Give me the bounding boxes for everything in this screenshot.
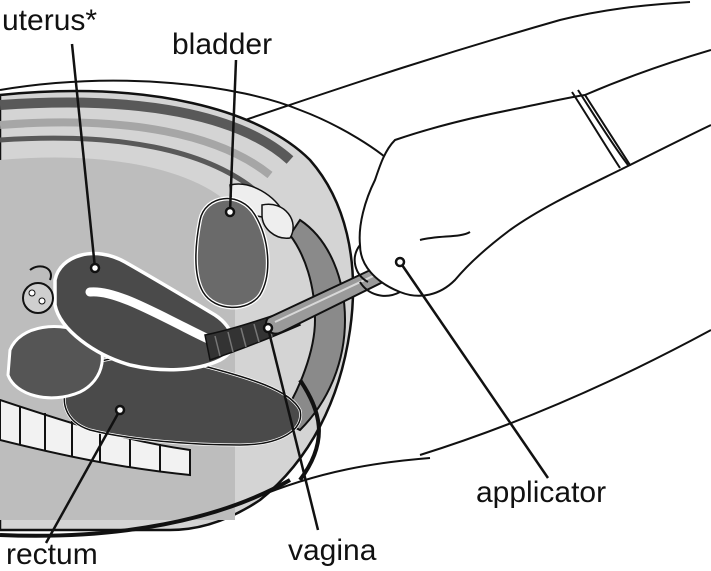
uterus-leader-dot (91, 264, 99, 272)
applicator-leader-dot (396, 258, 404, 266)
label-uterus: uterus* (2, 6, 97, 36)
label-applicator: applicator (476, 478, 606, 508)
vagina-leader-dot (264, 324, 272, 332)
label-bladder: bladder (172, 30, 272, 60)
bladder-leader-dot (226, 208, 234, 216)
gloved-hand (355, 50, 711, 296)
applicator-leader-line (400, 262, 548, 478)
label-rectum: rectum (6, 540, 98, 570)
label-vagina: vagina (288, 536, 376, 566)
rectum-leader-dot (116, 406, 124, 414)
